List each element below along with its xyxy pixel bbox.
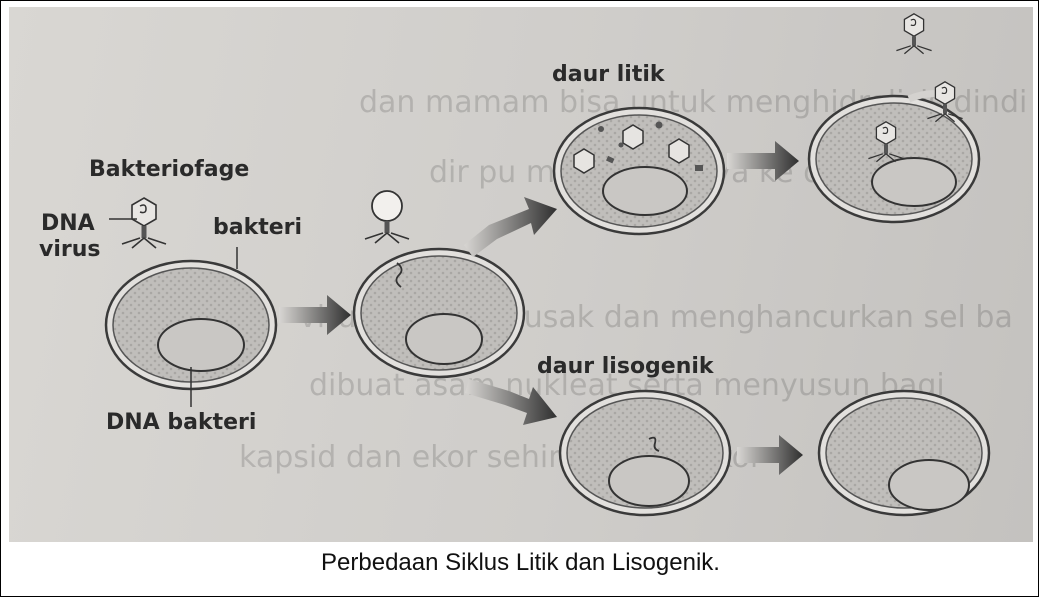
label-bacteriophage: Bakteriofage — [89, 157, 250, 182]
arrow-to-infection — [279, 295, 351, 335]
bacteriophage-released-3 — [895, 13, 933, 55]
label-lysogenic-cycle: daur lisogenik — [537, 354, 714, 379]
bacterium-cell-lysogenic — [558, 389, 732, 517]
bacteriophage-attached — [121, 197, 167, 249]
label-dna-bacterium: DNA bakteri — [106, 410, 257, 435]
arrow-to-lysis — [727, 141, 799, 181]
arrow-to-lysogenic — [465, 379, 557, 425]
bacterium-cell-initial — [104, 259, 278, 391]
label-dna-virus-line2: virus — [39, 237, 101, 262]
diagram-photo: dan mamam bisa untuk menghidrolisis dind… — [9, 7, 1033, 542]
injected-dna — [395, 262, 403, 288]
bacterium-cell-lytic — [552, 106, 726, 236]
label-dna-virus-line1: DNA — [41, 211, 95, 236]
bacterium-cell-infected — [352, 247, 526, 379]
bacterium-cell-lysis — [807, 90, 981, 224]
label-bacterium: bakteri — [213, 215, 303, 240]
arrow-to-lytic — [464, 197, 557, 257]
arrow-to-prophage — [737, 435, 803, 475]
bacterium-cell-prophage — [817, 389, 991, 517]
label-lytic-cycle: daur litik — [552, 62, 665, 87]
cycle-diagram: dan mamam bisa untuk menghidrolisis dind… — [104, 13, 1027, 517]
bacteriophage-injecting — [364, 190, 410, 244]
figure-caption: Perbedaan Siklus Litik dan Lisogenik. — [321, 549, 720, 576]
